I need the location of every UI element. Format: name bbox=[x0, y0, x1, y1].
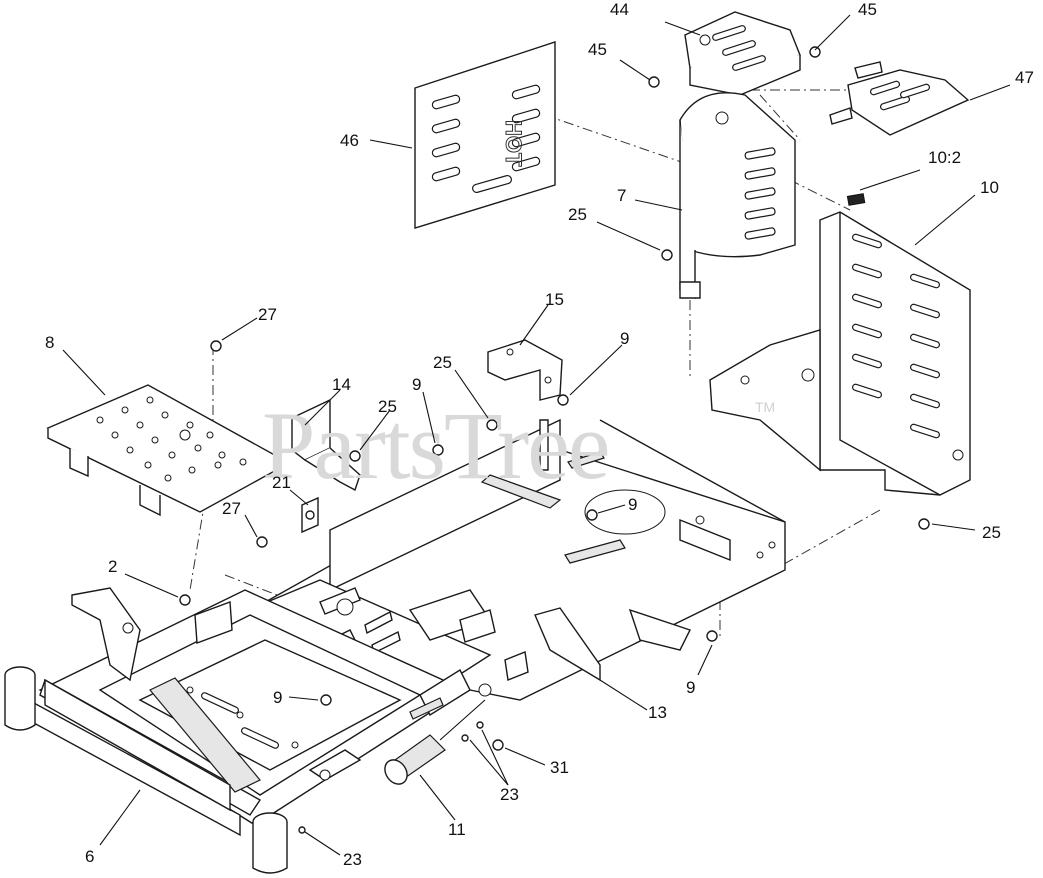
bolt-25-a bbox=[661, 249, 673, 261]
floor-pan-8 bbox=[46, 384, 282, 517]
callout-14: 14 bbox=[332, 375, 351, 394]
callout-31: 31 bbox=[550, 758, 569, 777]
callout-27-top: 27 bbox=[258, 305, 277, 324]
callout-27-left: 27 bbox=[222, 499, 241, 518]
callout-leader-lines bbox=[62, 14, 1011, 856]
callout-9-frame-top: 9 bbox=[412, 375, 421, 394]
callout-8: 8 bbox=[45, 333, 54, 352]
watermark-trademark: TM bbox=[755, 399, 775, 415]
callout-45-right: 45 bbox=[858, 0, 877, 19]
callout-9-front: 9 bbox=[273, 688, 282, 707]
bracket-14 bbox=[291, 398, 361, 492]
bolt-25-d bbox=[918, 518, 930, 530]
callout-47: 47 bbox=[1015, 68, 1034, 87]
nut-9-c bbox=[586, 509, 598, 521]
bracket-13 bbox=[534, 607, 601, 682]
hardware-fasteners bbox=[179, 46, 930, 834]
callout-labels: 44 45 45 47 46 10:2 10 7 25 15 9 27 8 14… bbox=[45, 0, 1034, 869]
bracket-15 bbox=[487, 339, 563, 401]
callout-13: 13 bbox=[648, 703, 667, 722]
callout-2: 2 bbox=[108, 557, 117, 576]
nut-21 bbox=[305, 510, 315, 520]
screw-31 bbox=[492, 739, 504, 751]
main-frame bbox=[258, 418, 786, 701]
decal-10-2 bbox=[846, 193, 866, 206]
front-side-brackets bbox=[308, 651, 529, 781]
curved-heat-shield-7 bbox=[679, 92, 796, 300]
rear-plate-10 bbox=[709, 211, 971, 496]
panel-slots bbox=[431, 84, 541, 194]
callout-25-right: 25 bbox=[982, 523, 1001, 542]
callout-23-center: 23 bbox=[500, 785, 519, 804]
callout-10-2: 10:2 bbox=[928, 148, 961, 167]
callout-11: 11 bbox=[448, 820, 466, 839]
callout-25-frame: 25 bbox=[433, 353, 452, 372]
bolt-25-b bbox=[349, 450, 361, 462]
top-shield-44 bbox=[684, 11, 801, 96]
left-upright-bracket bbox=[71, 587, 233, 682]
nut-9-d bbox=[320, 694, 332, 706]
heat-shield-panel-46: HOT bbox=[414, 41, 556, 229]
nut-9-b bbox=[432, 444, 444, 456]
watermark-text: PartsTree bbox=[262, 392, 608, 499]
handle-grip-11 bbox=[384, 699, 486, 785]
nut-27-b bbox=[256, 536, 268, 548]
callout-25-bracket14: 25 bbox=[378, 397, 397, 416]
nut-9-a bbox=[557, 394, 569, 406]
callout-15: 15 bbox=[545, 290, 564, 309]
callout-21: 21 bbox=[272, 473, 291, 492]
callout-9-right: 9 bbox=[686, 678, 695, 697]
callout-9-bracket: 9 bbox=[620, 329, 629, 348]
callout-7: 7 bbox=[617, 186, 626, 205]
callout-6: 6 bbox=[85, 847, 94, 866]
callout-25-shield: 25 bbox=[568, 205, 587, 224]
callout-46: 46 bbox=[340, 131, 359, 150]
bolt-25-c bbox=[486, 419, 498, 431]
callout-10: 10 bbox=[980, 178, 999, 197]
hot-decal-text-46: HOT bbox=[501, 120, 526, 167]
bolt-2 bbox=[179, 594, 191, 606]
side-shield-47 bbox=[829, 61, 970, 136]
bolt-45-a bbox=[648, 76, 660, 88]
callout-44: 44 bbox=[610, 0, 629, 19]
bolt-45-b bbox=[809, 46, 821, 58]
nut-27-top bbox=[210, 340, 222, 352]
callout-23-bottom: 23 bbox=[343, 850, 362, 869]
plate-slots bbox=[851, 233, 941, 439]
watermark: PartsTree TM bbox=[262, 392, 775, 499]
screw-23-a bbox=[461, 734, 469, 742]
front-bumper-6 bbox=[4, 666, 288, 874]
screw-23-c bbox=[298, 826, 306, 834]
nut-9-e bbox=[706, 630, 718, 642]
callout-9-center: 9 bbox=[628, 495, 637, 514]
floor-pan-holes bbox=[96, 396, 247, 482]
callout-45-left: 45 bbox=[588, 40, 607, 59]
screw-23-b bbox=[476, 721, 484, 729]
